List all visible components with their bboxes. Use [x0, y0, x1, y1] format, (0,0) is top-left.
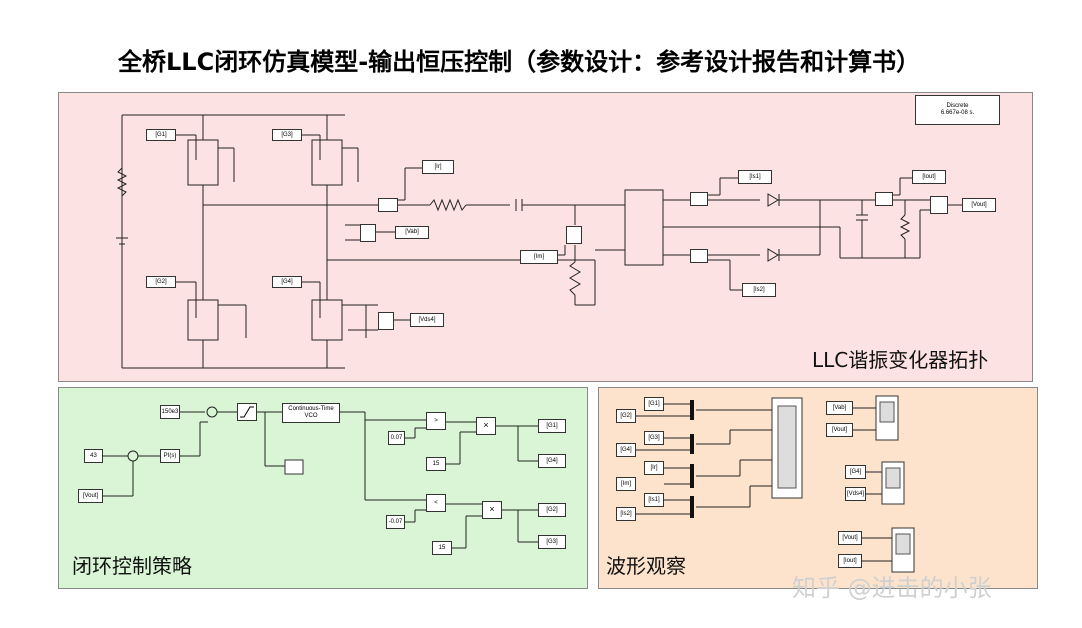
- vds4-voltage-meter[interactable]: [378, 312, 394, 330]
- scope-tag-vout[interactable]: [Vout]: [826, 423, 853, 437]
- vout-voltage-meter[interactable]: [930, 196, 948, 214]
- is1-current-meter[interactable]: [690, 192, 708, 206]
- multiply-a[interactable]: ×: [476, 417, 496, 435]
- vout-feedback-tag[interactable]: [Vout]: [78, 489, 103, 503]
- compare-less[interactable]: <: [426, 494, 446, 512]
- const-0-07[interactable]: 0.07: [388, 431, 405, 445]
- scope-tag-ir[interactable]: [Ir]: [644, 461, 664, 475]
- scope-tag-vout-b[interactable]: [Vout]: [838, 531, 862, 545]
- powergui-sample-time: 6.667e-08 s.: [940, 110, 975, 116]
- scope-tag-g4[interactable]: [G4]: [616, 443, 636, 457]
- scope-tag-is2[interactable]: [Is2]: [616, 507, 636, 521]
- goto-g4[interactable]: [G4]: [538, 454, 566, 468]
- tag-g4[interactable]: [G4]: [272, 276, 302, 288]
- pi-controller[interactable]: PI(s): [160, 449, 180, 463]
- topology-label: LLC谐振变化器拓扑: [812, 348, 989, 372]
- tag-ir[interactable]: [Ir]: [422, 160, 454, 174]
- page-title: 全桥LLC闭环仿真模型-输出恒压控制（参数设计：参考设计报告和计算书）: [118, 48, 921, 76]
- scope-tag-iout[interactable]: [Iout]: [838, 554, 862, 568]
- watermark: 知乎 @进击的小张: [792, 574, 992, 602]
- scope-tag-im[interactable]: [Im]: [616, 477, 636, 491]
- multiply-b[interactable]: ×: [482, 501, 502, 519]
- is2-current-meter[interactable]: [690, 249, 708, 263]
- powergui-mode: Discrete: [946, 103, 969, 110]
- tag-is2[interactable]: [Is2]: [742, 283, 776, 297]
- tag-iout[interactable]: [Iout]: [912, 170, 946, 184]
- tag-g1[interactable]: [G1]: [146, 129, 176, 141]
- goto-g2[interactable]: [G2]: [538, 503, 566, 517]
- scope-panel[interactable]: [598, 387, 1038, 589]
- scope-tag-g4-b[interactable]: [G4]: [845, 465, 866, 479]
- saturation-block[interactable]: [237, 403, 257, 421]
- scope-tag-vab[interactable]: [Vab]: [826, 401, 853, 415]
- gain-15-a[interactable]: 15: [426, 457, 446, 471]
- compare-greater[interactable]: >: [426, 412, 446, 430]
- tag-vds4[interactable]: [Vds4]: [410, 313, 444, 327]
- vco-block[interactable]: Continuous-Time VCO: [282, 403, 340, 423]
- scope-tag-g3[interactable]: [G3]: [644, 431, 664, 445]
- frequency-constant[interactable]: 150e3: [160, 405, 180, 419]
- const-neg-0-07[interactable]: -0.07: [386, 515, 405, 529]
- scope-tag-g1[interactable]: [G1]: [644, 397, 664, 411]
- gain-15-b[interactable]: 15: [432, 541, 452, 555]
- tag-g3[interactable]: [G3]: [272, 129, 302, 141]
- tag-g2[interactable]: [G2]: [146, 276, 176, 288]
- im-current-meter[interactable]: [566, 226, 582, 244]
- voltage-reference[interactable]: 43: [84, 449, 103, 463]
- scope-tag-g2[interactable]: [G2]: [616, 409, 636, 423]
- vab-voltage-meter[interactable]: [360, 224, 376, 242]
- iout-current-meter[interactable]: [875, 192, 893, 206]
- control-label: 闭环控制策略: [72, 554, 192, 578]
- scope-tag-is1[interactable]: [Is1]: [644, 493, 664, 507]
- tag-vab[interactable]: [Vab]: [395, 226, 429, 239]
- scope-tag-vds4[interactable]: [Vds4]: [845, 487, 866, 501]
- tag-im[interactable]: [Im]: [520, 250, 558, 264]
- tag-vout[interactable]: [Vout]: [962, 198, 996, 212]
- scope-label: 波形观察: [606, 554, 686, 578]
- goto-g1[interactable]: [G1]: [538, 419, 566, 433]
- ir-current-meter[interactable]: [378, 198, 398, 212]
- tag-is1[interactable]: [Is1]: [738, 170, 772, 184]
- goto-g3[interactable]: [G3]: [538, 535, 566, 549]
- topology-panel[interactable]: [58, 92, 1033, 382]
- powergui-block[interactable]: Discrete 6.667e-08 s.: [915, 95, 1000, 125]
